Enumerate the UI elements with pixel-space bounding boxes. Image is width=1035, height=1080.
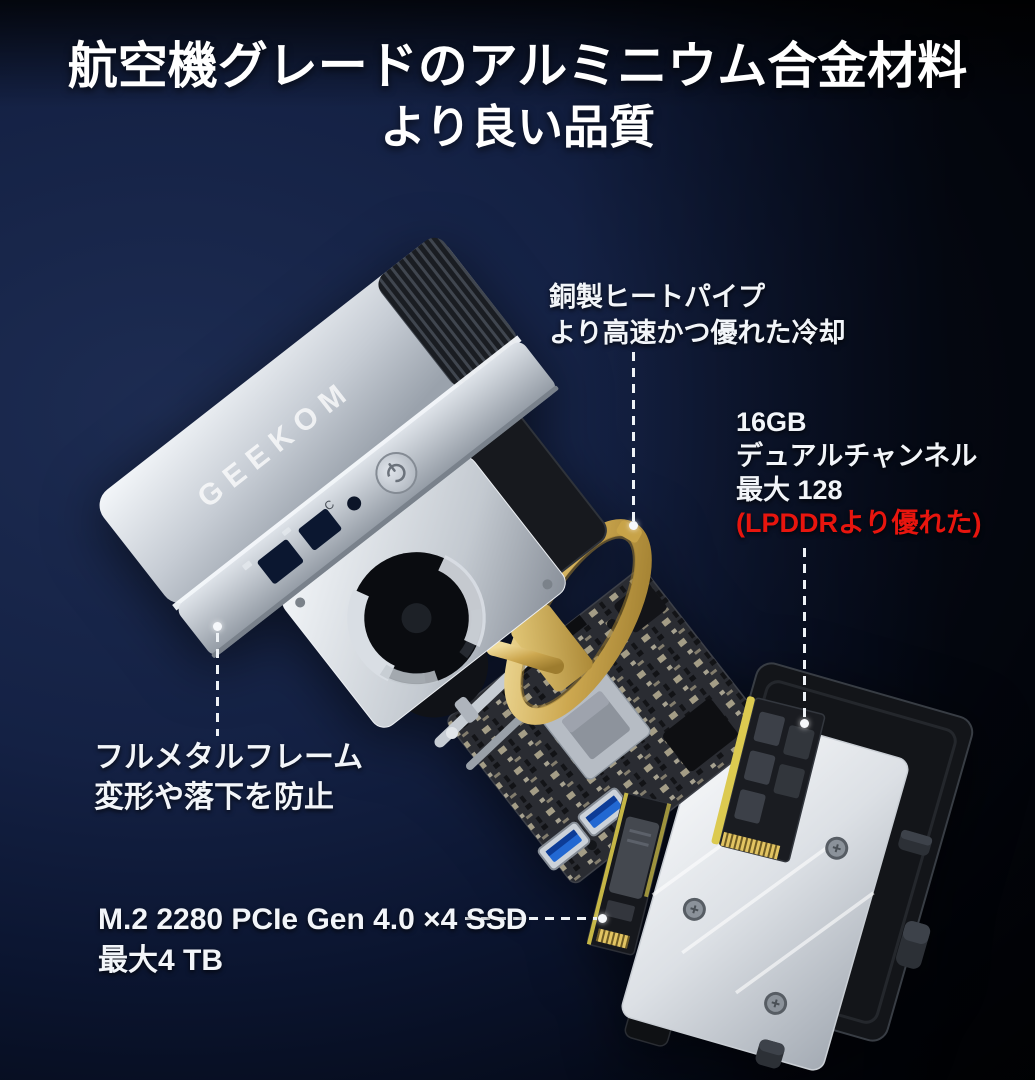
rubber-foot [898, 829, 933, 856]
sd-card-icon [242, 560, 253, 571]
heat-pipe-cold-plate [511, 604, 593, 692]
ssd-pins [595, 928, 631, 949]
chip-block [663, 699, 738, 772]
page-title: 航空機グレードのアルミニウム合金材料 より良い品質 [0, 38, 1035, 153]
rubber-foot [755, 1039, 785, 1069]
fan-cover-plate [282, 456, 566, 728]
usb-port [537, 821, 591, 871]
fan-screw-post [454, 696, 479, 723]
ssd-stick [586, 792, 672, 956]
screw [764, 991, 788, 1015]
leader-dot-frame [213, 622, 222, 631]
annotation-heat-pipe: 銅製ヒートパイプ より高速かつ優れた冷却 [549, 280, 845, 351]
usb-icon [281, 527, 292, 536]
case-vent-fins [378, 237, 517, 386]
ram-module [711, 696, 826, 863]
card-reader-cutout [257, 539, 304, 584]
leader-line-frame [216, 633, 219, 736]
screw [825, 836, 849, 860]
memory-note: (LPDDRより優れた) [736, 508, 982, 539]
usb-cutout [298, 509, 342, 551]
memory-max: 最大 128 [736, 474, 843, 505]
case-top-face [99, 240, 515, 604]
power-button-icon [375, 451, 418, 494]
frame-desc: 変形や落下を防止 [94, 780, 334, 814]
storage-title: M.2 2280 PCIe Gen 4.0 ×4 SSD [98, 903, 528, 936]
title-line-1: 航空機グレードのアルミニウム合金材料 [67, 38, 968, 94]
annotation-storage: M.2 2280 PCIe Gen 4.0 ×4 SSD 最大4 TB [98, 900, 527, 981]
rubber-foot [896, 920, 931, 969]
annotation-frame: フルメタルフレーム 変形や落下を防止 [94, 738, 363, 817]
heat-pipe-desc: より高速かつ優れた冷却 [549, 317, 846, 348]
annotation-memory: 16GB デュアルチャンネル 最大 128 (LPDDRより優れた) [736, 406, 981, 541]
storage-desc: 最大4 TB [98, 943, 224, 977]
leader-line-memory [803, 548, 806, 721]
leader-dot-memory [800, 719, 809, 728]
heat-pipe-title: 銅製ヒートパイプ [549, 282, 765, 312]
fan-assembly [282, 398, 607, 728]
title-line-2: より良い品質 [379, 101, 656, 153]
cooling-fan [347, 552, 486, 686]
audio-jack-hole [347, 496, 362, 511]
memory-channel: デュアルチャンネル [736, 440, 978, 471]
leader-line-heat-pipe [632, 352, 635, 522]
leader-dot-ssd [598, 914, 607, 923]
ram-pins [720, 831, 781, 860]
frame-title: フルメタルフレーム [94, 741, 364, 774]
memory-capacity: 16GB [736, 407, 807, 437]
usb-port [577, 787, 631, 837]
screw [682, 897, 706, 921]
mini-pc-case: GEEKOM C [99, 237, 559, 658]
leader-dot-heat-pipe [629, 521, 638, 530]
leader-line-ssd [465, 917, 597, 920]
